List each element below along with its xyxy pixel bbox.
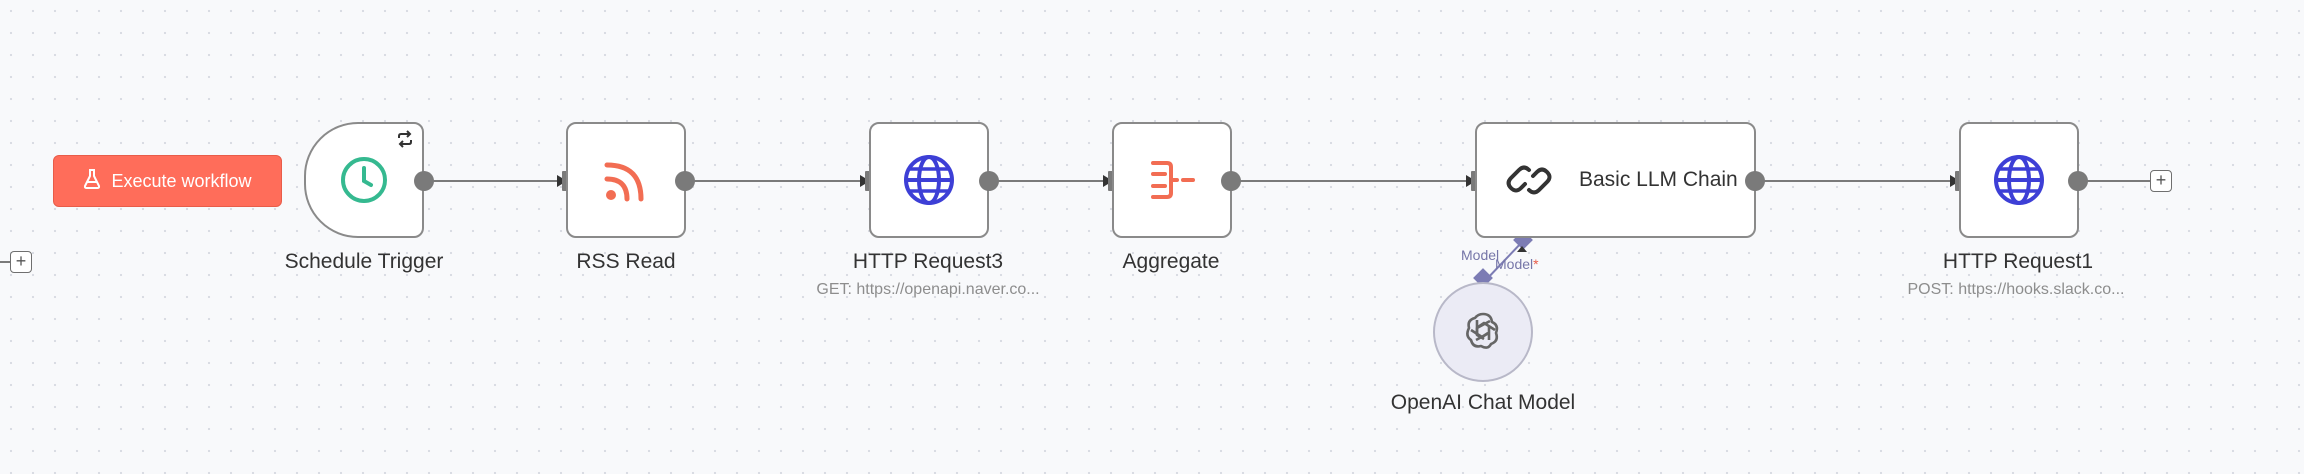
sub-node-label: OpenAI Chat Model xyxy=(1390,391,1576,414)
node-rss-read[interactable] xyxy=(566,122,686,238)
output-port[interactable] xyxy=(979,171,999,191)
execute-workflow-button[interactable]: Execute workflow xyxy=(53,155,282,207)
execute-workflow-label: Execute workflow xyxy=(111,170,252,191)
rss-icon xyxy=(598,152,654,208)
node-subtitle: POST: https://hooks.slack.co... xyxy=(1907,281,2125,298)
model-connector-label: Model xyxy=(1461,247,1500,263)
node-subtitle: GET: https://openapi.naver.co... xyxy=(816,281,1040,298)
clock-icon xyxy=(336,152,392,208)
add-node-button-end[interactable]: + xyxy=(2150,170,2172,192)
output-port[interactable] xyxy=(1221,171,1241,191)
node-http-request3[interactable] xyxy=(869,122,989,238)
llm-model-input-label: Model* xyxy=(1495,256,1539,272)
node-label: Basic LLM Chain xyxy=(1579,168,1738,191)
link-chain-icon xyxy=(1501,152,1557,208)
node-http-request1[interactable] xyxy=(1959,122,2079,238)
output-port[interactable] xyxy=(2068,171,2088,191)
node-label: HTTP Request1 xyxy=(1942,250,2094,273)
node-aggregate[interactable] xyxy=(1112,122,1232,238)
repeat-icon xyxy=(396,130,414,153)
node-label: Schedule Trigger xyxy=(284,250,444,273)
node-schedule-trigger[interactable] xyxy=(304,122,424,238)
node-basic-llm-chain[interactable]: Basic LLM Chain xyxy=(1475,122,1756,238)
flask-icon xyxy=(83,168,101,194)
output-port[interactable] xyxy=(675,171,695,191)
ai-model-connection xyxy=(1483,239,1525,283)
openai-icon xyxy=(1462,309,1504,356)
globe-icon xyxy=(901,152,957,208)
add-node-button-left[interactable]: + xyxy=(10,251,32,273)
node-label: HTTP Request3 xyxy=(852,250,1004,273)
globe-icon xyxy=(1991,152,2047,208)
output-port[interactable] xyxy=(414,171,434,191)
node-label: Aggregate xyxy=(1122,250,1220,273)
node-label: RSS Read xyxy=(576,250,676,273)
node-openai-chat-model[interactable] xyxy=(1433,282,1533,382)
output-port[interactable] xyxy=(1745,171,1765,191)
model-input-arrow xyxy=(1517,246,1527,252)
aggregate-icon xyxy=(1144,152,1200,208)
